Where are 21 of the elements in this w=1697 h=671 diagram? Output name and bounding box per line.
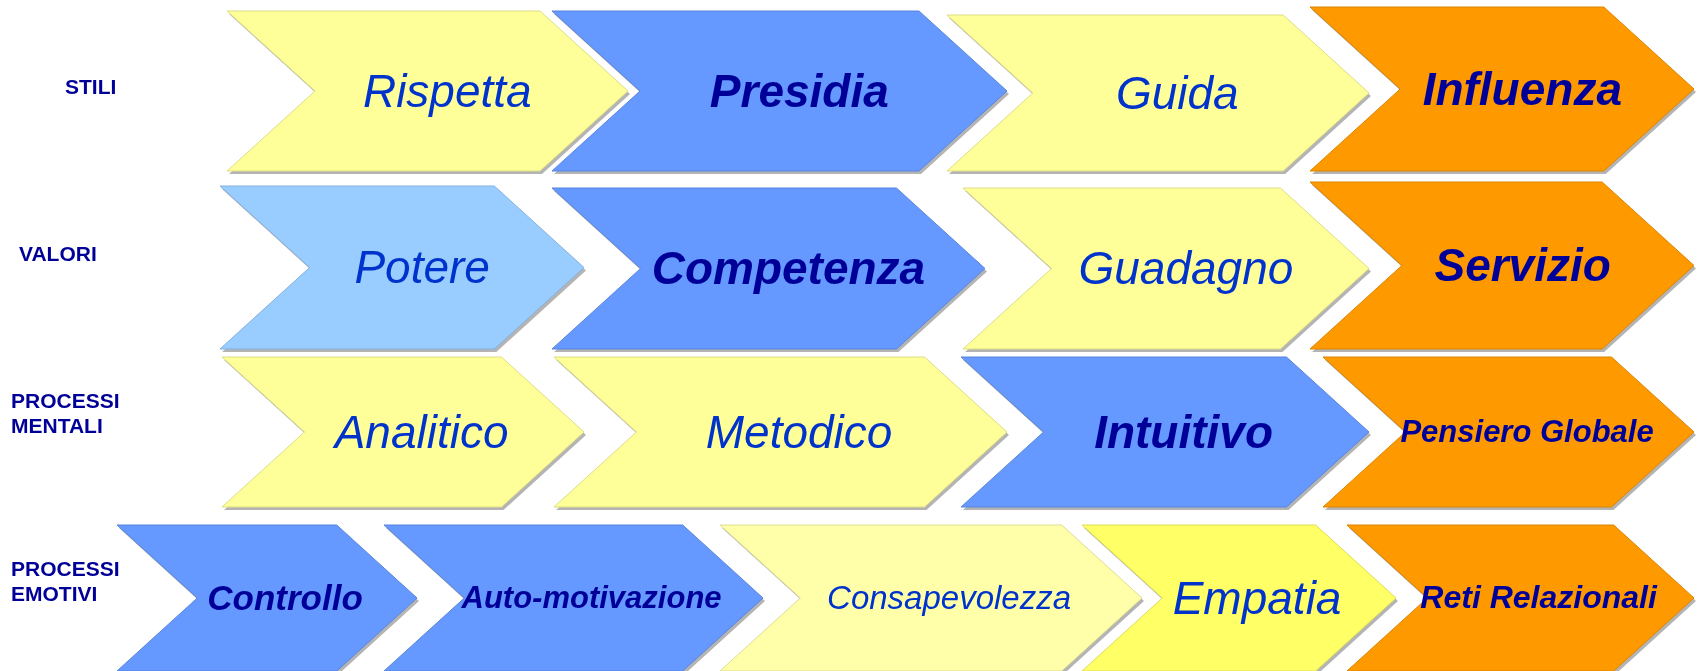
row-label: PROCESSI MENTALI bbox=[11, 388, 121, 439]
chevron-label: Servizio bbox=[1434, 240, 1611, 291]
row-label: PROCESSI EMOTIVI bbox=[11, 556, 121, 607]
chevron-label: Auto-motivazione bbox=[461, 580, 722, 616]
chevron-label: Potere bbox=[354, 242, 490, 293]
chevron-label: Influenza bbox=[1422, 63, 1622, 115]
row-label: STILI bbox=[65, 74, 118, 100]
chevron-label: Presidia bbox=[709, 65, 889, 117]
chevron-label: Controllo bbox=[207, 578, 363, 618]
chevron-label: Consapevolezza bbox=[827, 579, 1072, 617]
chevron-label: Reti Relazionali bbox=[1420, 580, 1657, 616]
row-label: VALORI bbox=[19, 241, 98, 267]
chevron-label: Pensiero Globale bbox=[1400, 414, 1654, 450]
chevron-label: Guida bbox=[1115, 67, 1239, 119]
chevron-label: Competenza bbox=[651, 243, 926, 294]
chevron-label: Rispetta bbox=[362, 65, 532, 117]
chevron-label: Guadagno bbox=[1078, 243, 1294, 294]
chevron-label: Analitico bbox=[334, 406, 509, 458]
chevron-label: Empatia bbox=[1172, 572, 1342, 624]
chevron-label: Metodico bbox=[705, 406, 893, 458]
chevron-label: Intuitivo bbox=[1094, 406, 1273, 458]
